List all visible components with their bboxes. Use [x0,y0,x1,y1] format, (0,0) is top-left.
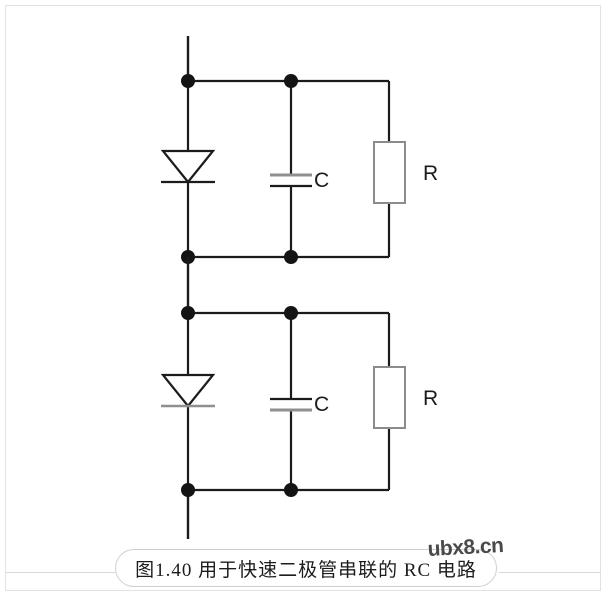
stage2-capacitor-label: C [314,393,330,416]
stage2-node-bottom-mid [284,483,298,497]
caption-rule-left [6,572,115,573]
stage2-node-top-left [181,306,195,320]
figure-caption: 图1.40 用于快速二极管串联的 RC 电路 [135,559,477,581]
stage2-resistor-label: R [423,387,439,410]
stage1-capacitor-label: C [314,169,330,192]
caption-box [115,549,497,587]
caption-rule-right [499,572,601,573]
stage1-node-bottom-mid [284,250,298,264]
watermark-text: ubx8.cn [427,534,504,561]
stage1-node-top-mid [284,74,298,88]
stage2-node-bottom-left [181,483,195,497]
stage1-resistor-icon [373,141,406,204]
stage1-resistor-label: R [423,162,439,185]
stage1-diode-icon [160,149,216,184]
stage2-resistor-icon [373,366,406,429]
stage2-node-top-mid [284,306,298,320]
stage2-diode-icon [160,373,216,408]
stage1-node-top-left [181,74,195,88]
